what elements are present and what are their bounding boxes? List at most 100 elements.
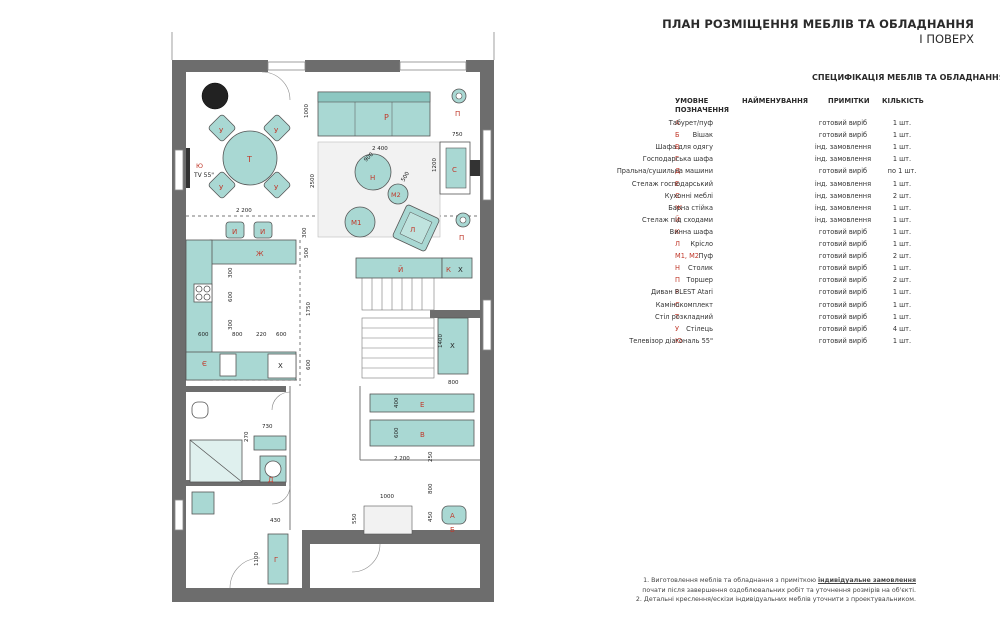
spec-cell-name: Стіл розкладний [655, 312, 713, 321]
spec-cell-note: готовий виріб [818, 288, 868, 297]
svg-text:220: 220 [256, 332, 267, 338]
spec-cell-qty: по 1 шт. [887, 167, 917, 176]
spec-cell-note: інд. замовлення [814, 143, 872, 152]
spec-cell-code: Ю [675, 336, 683, 345]
svg-text:У: У [219, 127, 224, 135]
svg-text:2 200: 2 200 [236, 208, 252, 214]
svg-text:600: 600 [394, 427, 400, 438]
dining-table-t [222, 130, 278, 186]
armchair-l [392, 204, 440, 252]
spec-cell-qty: 1 шт. [892, 312, 912, 321]
floor-lamp-top: П [451, 88, 467, 118]
spec-cell-code: Й [675, 215, 680, 224]
svg-text:Л: Л [410, 226, 415, 234]
coffee-table-n [354, 153, 392, 191]
windows [174, 61, 492, 531]
svg-text:500: 500 [401, 170, 412, 183]
svg-text:1000: 1000 [304, 104, 310, 118]
spec-cell-qty: 1 шт. [892, 227, 912, 236]
svg-text:Т: Т [246, 155, 252, 164]
svg-text:Ж: Ж [256, 250, 264, 258]
svg-text:2500: 2500 [310, 174, 316, 188]
spec-cell-name: Винна шафа [669, 227, 713, 236]
spec-cell-code: Н [675, 264, 680, 273]
spec-cell-qty: 1 шт. [892, 203, 912, 212]
spec-cell-qty: 2 шт. [892, 191, 912, 200]
svg-text:И: И [260, 228, 265, 236]
spec-cell-note: готовий виріб [818, 336, 868, 345]
svg-text:300: 300 [228, 267, 234, 278]
svg-text:750: 750 [452, 132, 463, 138]
svg-text:В: В [420, 431, 425, 439]
spec-cell-name: Табурет/пуф [668, 119, 713, 127]
floor-subtitle: І ПОВЕРХ [919, 32, 974, 46]
spec-cell-name: Стелаж господарський [631, 179, 713, 188]
svg-text:550: 550 [352, 513, 358, 524]
spec-cell-code: В [675, 143, 680, 152]
bathroom [189, 401, 287, 515]
svg-text:600: 600 [306, 359, 312, 370]
cabinet-g [267, 533, 289, 585]
spec-cell-qty: 2 шт. [892, 252, 912, 261]
spec-cell-code: А [675, 119, 680, 127]
svg-text:800: 800 [232, 332, 243, 338]
svg-text:У: У [274, 184, 279, 192]
header-code: УМОВНЕ ПОЗНАЧЕННЯ [675, 97, 729, 114]
pouf-a [441, 505, 467, 525]
entry-mat [363, 505, 413, 535]
spec-cell-name: Стелаж під сходами [641, 215, 713, 224]
spec-cell-code: С [675, 300, 680, 309]
header-name: НАЙМЕНУВАННЯ [742, 97, 809, 105]
floor-lamp-bottom: П [455, 212, 471, 242]
spec-cell-name: Пуф [698, 252, 714, 261]
spec-cell-code: Р [675, 288, 679, 297]
spec-cell-qty: 1 шт. [892, 336, 912, 345]
bar-counter-zh [209, 239, 297, 265]
spec-cell-name: Господарська шафа [642, 155, 713, 164]
svg-text:Є: Є [202, 360, 207, 368]
svg-text:600: 600 [228, 291, 234, 302]
spec-cell-note: готовий виріб [818, 312, 868, 321]
spec-cell-code: Л [675, 240, 680, 248]
spec-cell-note: готовий виріб [818, 276, 868, 285]
svg-text:1200: 1200 [432, 158, 438, 172]
svg-text:Е: Е [420, 401, 424, 409]
svg-text:1750: 1750 [306, 302, 312, 316]
spec-cell-qty: 1 шт. [892, 155, 912, 164]
pouf-m2 [387, 183, 409, 205]
spec-cell-note: готовий виріб [818, 119, 868, 127]
spec-cell-note: готовий виріб [818, 264, 868, 273]
svg-text:М2: М2 [391, 191, 401, 199]
spec-cell-name: Диван BLEST Atari [650, 288, 713, 297]
svg-text:500: 500 [304, 247, 310, 258]
spec-cell-qty: 1 шт. [892, 240, 912, 248]
svg-text:Ю: Ю [196, 162, 203, 170]
spec-cell-qty: 4 шт. [892, 324, 912, 333]
spec-cell-name: Барна стійка [668, 203, 713, 212]
spec-cell-code: Б [675, 131, 680, 140]
svg-text:2 400: 2 400 [372, 146, 388, 152]
spec-cell-note: готовий виріб [818, 324, 868, 333]
svg-text:270: 270 [244, 431, 250, 442]
svg-text:Н: Н [370, 174, 375, 182]
shelving-e [369, 393, 475, 413]
svg-text:А: А [450, 512, 455, 520]
spec-cell-code: М1, М2 [675, 252, 699, 261]
svg-text:Б: Б [450, 526, 455, 534]
svg-text:2 200: 2 200 [394, 456, 410, 462]
spec-cell-code: П [675, 276, 680, 285]
svg-text:800: 800 [448, 380, 459, 386]
spec-cell-note: інд. замовлення [814, 179, 872, 188]
spec-title: СПЕЦИФІКАЦІЯ МЕБЛІВ ТА ОБЛАДНАННЯ [812, 73, 1000, 82]
spec-cell-code: Г [675, 155, 680, 164]
svg-text:У: У [274, 127, 279, 135]
svg-text:800: 800 [428, 483, 434, 494]
